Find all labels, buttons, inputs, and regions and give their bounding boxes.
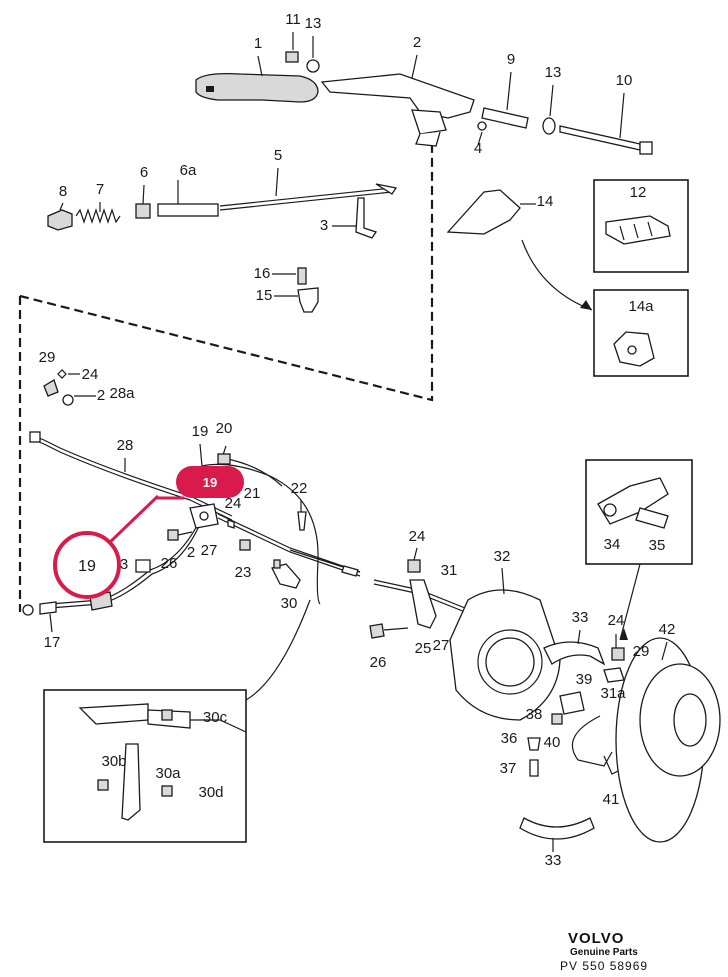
callout-badge[interactable]: [176, 466, 244, 498]
adjuster-group: [527, 691, 621, 777]
part-label: 13: [545, 64, 562, 81]
part-label: 35: [649, 537, 666, 554]
part-label: 14: [537, 193, 554, 210]
ratchet-pawl: [446, 189, 593, 311]
part-label: 31: [441, 562, 458, 579]
part-label: 41: [603, 791, 620, 808]
part-label: 7: [96, 181, 104, 198]
part-label: 20: [216, 420, 233, 437]
part-label: 31a: [600, 685, 626, 702]
callout-badge-text: 19: [203, 475, 217, 490]
part-label: 11: [285, 11, 301, 28]
part-label: 2: [413, 34, 421, 51]
part-label: 42: [659, 621, 676, 638]
part-label: 26: [161, 555, 178, 572]
part-callout[interactable]: 19 19: [53, 466, 244, 599]
part-label: 13: [305, 15, 322, 32]
spring-group: [603, 634, 625, 683]
part-label: 30b: [101, 753, 126, 770]
part-label: 2: [97, 387, 105, 404]
part-label: 40: [544, 734, 561, 751]
pull-rod: [47, 167, 398, 231]
part-label: 4: [474, 140, 482, 157]
diagram-code: PV 550 58969: [560, 959, 649, 973]
bracket-3: [332, 197, 378, 239]
part-label: 33: [572, 609, 589, 626]
handbrake-lever: [195, 55, 319, 103]
part-label: 37: [500, 760, 517, 777]
lever-bracket: [320, 54, 475, 147]
pin-22: [297, 500, 307, 531]
part-label: 17: [44, 634, 61, 651]
part-label: 30d: [198, 784, 223, 801]
part-label: 23: [235, 564, 252, 581]
part-label: 15: [256, 287, 273, 304]
equalizer-bracket: [189, 503, 361, 577]
part-label: 24: [409, 528, 426, 545]
part-label: 32: [494, 548, 511, 565]
callout-circle[interactable]: [53, 531, 121, 599]
part-label: 38: [526, 706, 543, 723]
part-label: 10: [616, 72, 633, 89]
sleeve-9: [477, 71, 653, 155]
bolt-26: [135, 529, 251, 573]
nut-11: [285, 32, 320, 73]
part-label: 12: [630, 184, 647, 201]
brake-shoe-upper: [543, 629, 606, 666]
part-label: 27: [433, 637, 450, 654]
part-label: 24: [82, 366, 99, 383]
dashed-enclosure: [18, 142, 434, 612]
part-label: 8: [59, 183, 67, 200]
part-label: 34: [604, 536, 621, 553]
cable-31: [289, 547, 531, 637]
box-12: [593, 179, 689, 273]
part-label: 27: [201, 542, 218, 559]
part-label: 29: [633, 643, 650, 660]
part-label: 3: [120, 556, 128, 573]
part-label: 30: [281, 595, 298, 612]
part-label: 16: [254, 265, 271, 282]
box-34-35: [585, 459, 693, 641]
part-label: 36: [501, 730, 518, 747]
part-label: 2: [187, 544, 195, 561]
part-label: 28a: [109, 385, 135, 402]
part-label: 14a: [628, 298, 654, 315]
part-label: 24: [608, 612, 625, 629]
bolt-26-lower: [369, 623, 409, 639]
part-label: 29: [39, 349, 56, 366]
screw-16: [272, 267, 319, 313]
backing-plate: [449, 567, 561, 721]
part-label: 21: [244, 485, 261, 502]
part-label: 39: [576, 671, 593, 688]
part-label: 1: [254, 35, 262, 52]
part-label: 5: [274, 147, 282, 164]
box-30: [43, 599, 311, 843]
clip-30: [271, 559, 301, 589]
genuine-parts-text: Genuine Parts: [570, 947, 638, 958]
part-label: 24: [225, 495, 242, 512]
part-label: 30c: [203, 709, 228, 726]
brake-shoe-lower: [519, 817, 595, 852]
part-label: 25: [415, 640, 432, 657]
part-label: 9: [507, 51, 515, 68]
cable-28: [29, 431, 233, 521]
clip-group-29: [43, 369, 96, 406]
part-label: 6: [140, 164, 148, 181]
part-label: 3: [320, 217, 328, 234]
cable-end-17: [22, 591, 113, 633]
part-label: 28: [117, 437, 134, 454]
callout-circle-text: 19: [78, 558, 96, 575]
part-label: 19: [192, 423, 209, 440]
brake-disc: [615, 637, 721, 843]
part-label: 26: [370, 654, 387, 671]
volvo-logo: VOLVO: [568, 930, 625, 947]
part-label: 33: [545, 852, 562, 869]
part-label: 6a: [180, 162, 197, 179]
part-label: 22: [291, 480, 308, 497]
box-14a: [593, 289, 689, 377]
part-label: 30a: [155, 765, 181, 782]
